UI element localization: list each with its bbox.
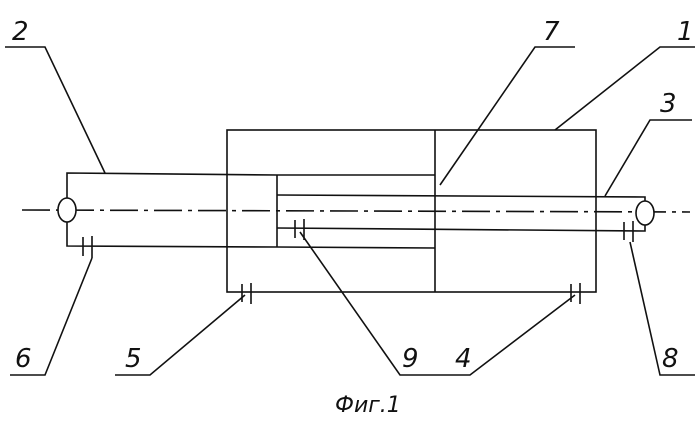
label-9: 9: [402, 344, 419, 374]
figure-caption: Фиг.1: [335, 393, 401, 418]
label-6: 6: [15, 344, 32, 374]
label-2: 2: [12, 17, 29, 47]
label-7: 7: [543, 17, 560, 47]
label-3: 3: [660, 89, 677, 119]
joint-right-icon: [635, 200, 655, 226]
label-5: 5: [125, 344, 142, 374]
centerline: [21, 209, 691, 213]
rod-3: [276, 194, 646, 232]
label-1: 1: [677, 17, 694, 47]
label-8: 8: [662, 344, 679, 374]
leaders: [5, 46, 695, 376]
label-4: 4: [455, 344, 472, 374]
joint-left-icon: [57, 197, 77, 223]
